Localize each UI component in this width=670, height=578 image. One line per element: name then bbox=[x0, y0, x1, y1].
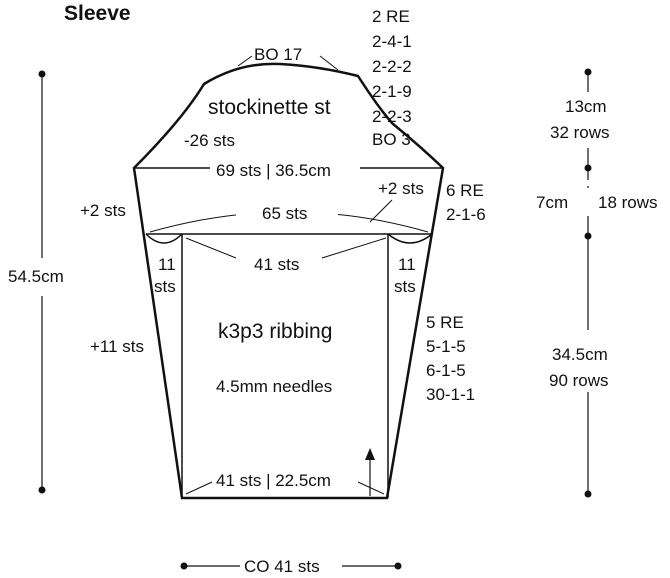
cap-shaping-2: 2-2-2 bbox=[372, 57, 412, 76]
total-length-dot-top bbox=[38, 70, 46, 78]
inner-width-leader-left bbox=[185, 237, 237, 259]
lower-cm: 34.5cm bbox=[552, 345, 608, 364]
right-shaping-upper-1: 2-1-6 bbox=[446, 205, 486, 224]
cap-shaping-1: 2-4-1 bbox=[372, 32, 412, 51]
cap-rows: 32 rows bbox=[550, 123, 610, 142]
cap-shaping-4: 2-2-3 bbox=[372, 107, 412, 126]
body-stitch-pattern: k3p3 ribbing bbox=[218, 320, 332, 343]
cast-on-label: CO 41 sts bbox=[244, 557, 320, 576]
middle-width-mask bbox=[236, 202, 338, 224]
cast-on-dot-left bbox=[180, 562, 188, 570]
gusset-right-0: 11 bbox=[398, 255, 416, 274]
gusset-left-arc bbox=[145, 233, 183, 244]
diagram-title: Sleeve bbox=[64, 2, 131, 25]
right-measure-gap bbox=[582, 188, 596, 216]
gusset-left-0: 11 bbox=[158, 255, 176, 274]
up-arrow-icon bbox=[365, 448, 375, 460]
inner-width-label: 41 sts bbox=[254, 255, 299, 274]
right-shaping-lower-0: 5 RE bbox=[426, 313, 464, 332]
bo-leader-right bbox=[319, 55, 339, 71]
cap-shaping-5: BO 3 bbox=[372, 130, 411, 149]
inner-width-leader-right bbox=[321, 237, 387, 259]
middle-width-label: 65 sts bbox=[262, 204, 307, 223]
bottom-width-leader-right bbox=[357, 481, 385, 495]
upper-width-mask bbox=[210, 156, 360, 178]
right-measure-dot-mid bbox=[584, 232, 592, 240]
bottom-width-leader-left bbox=[185, 481, 213, 495]
gusset-left-1: sts bbox=[154, 277, 176, 296]
mid-cm: 7cm bbox=[536, 193, 568, 212]
sleeve-outline bbox=[132, 62, 445, 500]
bo-leader bbox=[237, 55, 253, 67]
upper-width-label: 69 sts | 36.5cm bbox=[216, 161, 331, 180]
right-shaping-upper-0: 6 RE bbox=[446, 181, 484, 200]
lower-rows: 90 rows bbox=[549, 371, 609, 390]
cap-cm: 13cm bbox=[565, 97, 607, 116]
cap-shaping-0: 2 RE bbox=[372, 7, 410, 26]
total-length-dot-bottom bbox=[38, 486, 46, 494]
left-increase-lower: +11 sts bbox=[90, 337, 144, 356]
right-increase-upper: +2 sts bbox=[378, 179, 424, 198]
cap-stitch-pattern: stockinette st bbox=[208, 96, 331, 119]
cap-shaping-3: 2-1-9 bbox=[372, 82, 412, 101]
right-increase-leader bbox=[369, 199, 393, 223]
gusset-right-1: sts bbox=[394, 277, 416, 296]
mid-rows: 18 rows bbox=[598, 193, 658, 212]
right-shaping-lower-3: 30-1-1 bbox=[426, 385, 475, 404]
body-needles: 4.5mm needles bbox=[216, 377, 332, 396]
right-shaping-lower-1: 5-1-5 bbox=[426, 337, 466, 356]
total-length-label: 54.5cm bbox=[8, 267, 64, 286]
left-increase-upper: +2 sts bbox=[80, 201, 126, 220]
right-measure-dot-top bbox=[584, 68, 592, 76]
bottom-width-label: 41 sts | 22.5cm bbox=[216, 471, 331, 490]
bo-label: BO 17 bbox=[254, 45, 302, 64]
gusset-right-arc bbox=[387, 233, 433, 244]
cap-decrease-label: -26 sts bbox=[184, 131, 235, 150]
right-shaping-lower-2: 6-1-5 bbox=[426, 361, 466, 380]
right-measure-dot-cap bbox=[584, 164, 592, 172]
cap-shaping-list: 2 RE 2-4-1 2-2-2 2-1-9 2-2-3 BO 3 bbox=[372, 7, 412, 149]
cast-on-dot-right bbox=[394, 562, 402, 570]
right-measure-dot-bottom bbox=[584, 490, 592, 498]
